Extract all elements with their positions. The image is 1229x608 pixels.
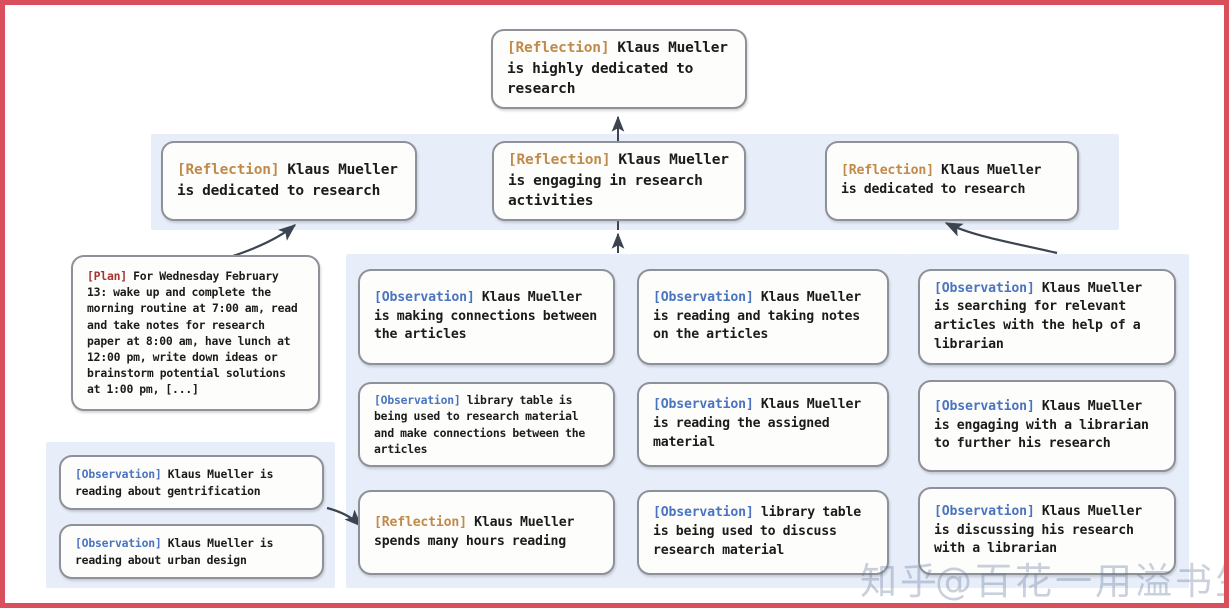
observation-tag: [Observation] xyxy=(653,397,754,413)
column-three-node-1-text: [Observation] Klaus Mueller is searching… xyxy=(934,280,1160,355)
plan-node[interactable]: [Plan] For Wednesday February 13: wake u… xyxy=(71,255,320,411)
reflection-tag: [Reflection] xyxy=(507,40,610,57)
reflection-node-3-body: Klaus Mueller is dedicated to research xyxy=(841,163,1049,197)
reflection-tag: [Reflection] xyxy=(374,514,467,530)
left-observation-node-2-body: Klaus Mueller is reading about urban des… xyxy=(75,536,280,567)
plan-tag: [Plan] xyxy=(87,269,127,283)
root-reflection-text: [Reflection] Klaus Mueller is highly ded… xyxy=(507,38,731,100)
observation-tag: [Observation] xyxy=(934,280,1035,296)
reflection-node-1-text: [Reflection] Klaus Mueller is dedicated … xyxy=(177,160,401,201)
reflection-node-3-text: [Reflection] Klaus Mueller is dedicated … xyxy=(841,162,1063,199)
left-observation-node-1-body: Klaus Mueller is reading about gentrific… xyxy=(75,467,280,498)
column-two-node-3[interactable]: [Observation] library table is being use… xyxy=(637,490,889,575)
reflection-tag: [Reflection] xyxy=(508,152,611,169)
observation-tag: [Observation] xyxy=(653,505,754,521)
observation-tag: [Observation] xyxy=(934,398,1035,414)
reflection-node-2-body: Klaus Mueller is engaging in research ac… xyxy=(508,152,737,210)
reflection-tag: [Reflection] xyxy=(841,163,934,179)
column-three-node-2-text: [Observation] Klaus Mueller is engaging … xyxy=(934,398,1160,454)
reflection-node-2[interactable]: [Reflection] Klaus Mueller is engaging i… xyxy=(492,141,746,221)
column-one-node-1[interactable]: [Observation] Klaus Mueller is making co… xyxy=(358,269,615,365)
observation-tag: [Observation] xyxy=(653,289,754,305)
column-one-node-1-text: [Observation] Klaus Mueller is making co… xyxy=(374,289,599,345)
column-two-node-1-body: Klaus Mueller is reading and taking note… xyxy=(653,289,869,343)
column-one-node-1-body: Klaus Mueller is making connections betw… xyxy=(374,289,605,343)
column-three-node-2[interactable]: [Observation] Klaus Mueller is engaging … xyxy=(918,380,1176,472)
column-two-node-2-body: Klaus Mueller is reading the assigned ma… xyxy=(653,397,869,450)
column-one-node-2[interactable]: [Observation] library table is being use… xyxy=(358,382,615,467)
reflection-node-1-body: Klaus Mueller is dedicated to research xyxy=(177,162,406,199)
observation-tag: [Observation] xyxy=(374,393,461,408)
column-one-node-3-body: Klaus Mueller spends many hours reading xyxy=(374,514,582,549)
root-reflection-body: Klaus Mueller is highly dedicated to res… xyxy=(507,40,736,98)
observation-tag: [Observation] xyxy=(75,467,162,482)
observation-tag: [Observation] xyxy=(934,503,1035,519)
reflection-node-1[interactable]: [Reflection] Klaus Mueller is dedicated … xyxy=(161,141,417,221)
column-three-node-1[interactable]: [Observation] Klaus Mueller is searching… xyxy=(918,269,1176,365)
reflection-node-2-text: [Reflection] Klaus Mueller is engaging i… xyxy=(508,150,730,212)
root-reflection-node[interactable]: [Reflection] Klaus Mueller is highly ded… xyxy=(491,29,747,109)
column-two-node-3-body: library table is being used to discuss r… xyxy=(653,505,869,558)
reflection-tag: [Reflection] xyxy=(177,162,280,179)
column-three-node-1-body: Klaus Mueller is searching for relevant … xyxy=(934,280,1150,352)
column-two-node-3-text: [Observation] library table is being use… xyxy=(653,504,873,560)
plan-node-body: For Wednesday February 13: wake up and c… xyxy=(87,269,304,397)
column-one-node-3-text: [Reflection] Klaus Mueller spends many h… xyxy=(374,514,599,551)
column-one-node-3[interactable]: [Reflection] Klaus Mueller spends many h… xyxy=(358,490,615,575)
column-one-node-2-body: library table is being used to research … xyxy=(374,393,592,456)
column-three-node-3[interactable]: [Observation] Klaus Mueller is discussin… xyxy=(918,487,1176,575)
column-two-node-2-text: [Observation] Klaus Mueller is reading t… xyxy=(653,396,873,452)
column-two-node-1[interactable]: [Observation] Klaus Mueller is reading a… xyxy=(637,269,889,365)
column-two-node-2[interactable]: [Observation] Klaus Mueller is reading t… xyxy=(637,382,889,467)
column-three-node-3-body: Klaus Mueller is discussing his research… xyxy=(934,503,1150,557)
left-observation-node-2-text: [Observation] Klaus Mueller is reading a… xyxy=(75,535,308,567)
observation-tag: [Observation] xyxy=(75,536,162,551)
left-observation-node-1-text: [Observation] Klaus Mueller is reading a… xyxy=(75,466,308,498)
plan-node-text: [Plan] For Wednesday February 13: wake u… xyxy=(87,268,304,398)
reflection-node-3[interactable]: [Reflection] Klaus Mueller is dedicated … xyxy=(825,141,1079,221)
left-observation-node-2[interactable]: [Observation] Klaus Mueller is reading a… xyxy=(59,524,324,579)
column-one-node-2-text: [Observation] library table is being use… xyxy=(374,392,599,457)
left-observation-node-1[interactable]: [Observation] Klaus Mueller is reading a… xyxy=(59,455,324,510)
column-three-node-3-text: [Observation] Klaus Mueller is discussin… xyxy=(934,503,1160,559)
column-two-node-1-text: [Observation] Klaus Mueller is reading a… xyxy=(653,289,873,345)
column-three-node-2-body: Klaus Mueller is engaging with a librari… xyxy=(934,398,1156,452)
observation-tag: [Observation] xyxy=(374,289,475,305)
